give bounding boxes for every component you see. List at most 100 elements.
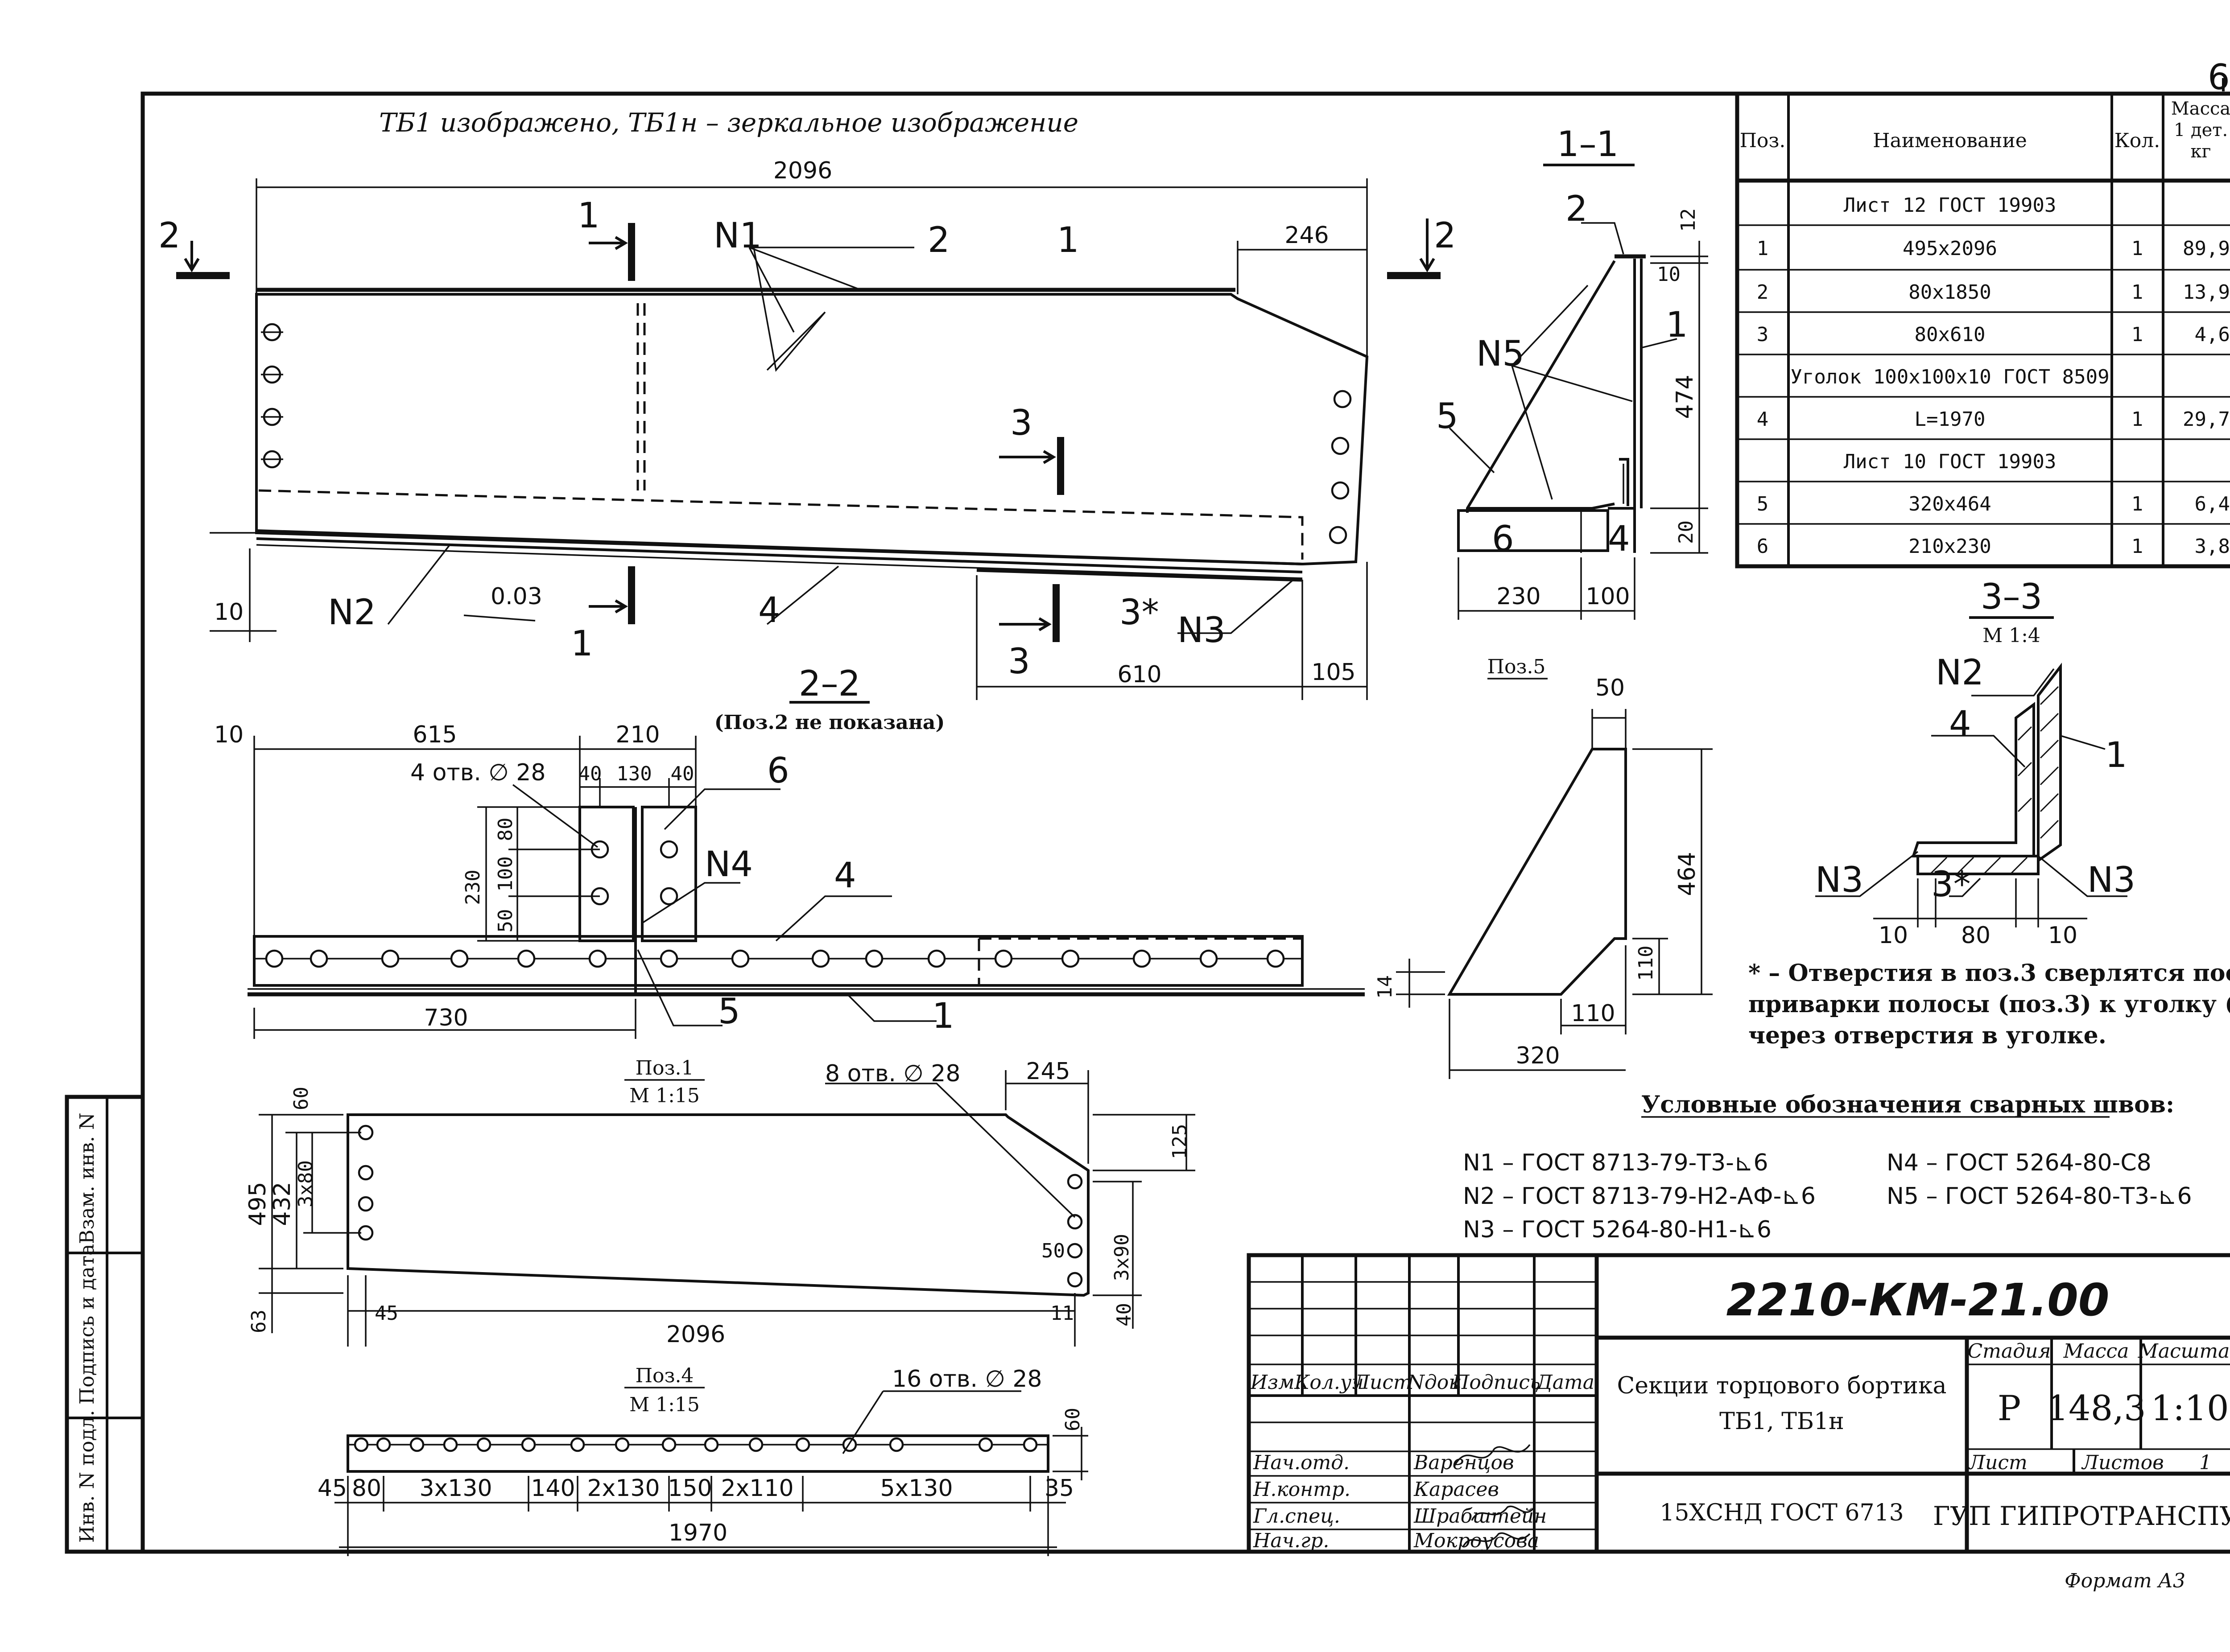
spec-header-pos: Поз.	[1740, 129, 1786, 152]
poz1-d11: 11	[1050, 1302, 1074, 1325]
mass-label: Масса	[2063, 1340, 2129, 1363]
organization: ГУП ГИПРОТРАНСПУТЬ	[1933, 1501, 2230, 1531]
scale-value: 1:10	[2151, 1388, 2229, 1429]
side-stamp-sign: Подпись и дата	[76, 1244, 99, 1405]
label-n3-main: N3	[1177, 610, 1226, 651]
sheets-value: 1	[2199, 1451, 2212, 1474]
label-n4: N4	[705, 845, 753, 885]
label-pos6-s22: 6	[767, 751, 789, 791]
s22-d230: 230	[462, 869, 484, 905]
s22-d40a: 40	[578, 762, 602, 785]
s22-d10: 10	[214, 721, 244, 748]
spec-table-rows: Лист 12 ГОСТ 19903 1 495x2096 1 89,9 2 8…	[1757, 194, 2230, 558]
material: 15ХСНД ГОСТ 6713	[1660, 1500, 1904, 1526]
s22-d40b: 40	[671, 762, 694, 785]
col-list: Лист	[1352, 1371, 1412, 1394]
spec-row-5-pos: 4	[1757, 408, 1769, 431]
side-stamp-inv: Инв. N подл.	[76, 1410, 99, 1543]
label-pos1-s33: 1	[2105, 735, 2127, 775]
poz1-d125: 125	[1169, 1124, 1191, 1159]
section-mark-3-bottom: 3	[1008, 642, 1030, 682]
spec-row-3-mass: 4,6	[2195, 323, 2230, 346]
poz4-d35: 35	[1045, 1475, 1074, 1502]
staff-role-0: Нач.отд.	[1253, 1451, 1350, 1474]
spec-header-name: Наименование	[1873, 129, 2027, 152]
spec-header-qty: Кол.	[2114, 129, 2160, 152]
col-kolych: Кол.уч	[1294, 1371, 1363, 1394]
poz1-holes	[358, 1125, 1083, 1288]
label-pos3s-s33: 3*	[1931, 865, 1971, 905]
format-label: Формат А3	[2065, 1570, 2185, 1592]
section-3-3-title: 3–3	[1981, 577, 2042, 617]
signature-0	[1453, 1444, 1531, 1467]
label-pos2-main: 2	[928, 220, 950, 260]
label-pos6-s11: 6	[1492, 519, 1514, 559]
spec-row-3-pos: 3	[1757, 323, 1769, 346]
label-n3-s33-right: N3	[2087, 860, 2135, 900]
spec-row-5-mass: 29,7	[2183, 408, 2230, 431]
poz1-d3x90: 3x90	[1111, 1234, 1133, 1281]
s22-d80: 80	[494, 818, 517, 841]
note-holes-1: * – Отверстия в поз.3 сверлятся после	[1748, 960, 2230, 987]
note-holes-2: приварки полосы (поз.3) к уголку (поз.4)	[1748, 991, 2230, 1018]
section-mark-3-top: 3	[1010, 403, 1032, 443]
spec-row-4-name: Уголок 100x100x10 ГОСТ 8509	[1790, 366, 2109, 388]
col-ndok: Nдок	[1407, 1371, 1461, 1394]
poz4-d2x110: 2x110	[721, 1475, 793, 1502]
section-mark-2-left: 2	[158, 216, 181, 256]
weld-n3: N3 – ГОСТ 5264-80-Н1-⊾6	[1463, 1216, 1772, 1243]
welds-title: Условные обозначения сварных швов:	[1641, 1091, 2174, 1118]
spec-row-0-name: Лист 12 ГОСТ 19903	[1844, 194, 2057, 217]
spec-row-5-qty: 1	[2131, 408, 2143, 431]
note-holes-3: через отверстия в уголке.	[1748, 1022, 2106, 1049]
object-name-2: ТБ1, ТБ1н	[1719, 1408, 1844, 1435]
weld-n4: N4 – ГОСТ 5264-80-С8	[1887, 1149, 2152, 1176]
spec-row-8-pos: 6	[1757, 535, 1769, 558]
section-2-2	[248, 736, 1365, 1039]
label-pos5-s11: 5	[1436, 396, 1458, 437]
col-data: Дата	[1536, 1371, 1594, 1394]
s22-d100: 100	[494, 856, 517, 891]
poz5-d110v: 110	[1635, 946, 1657, 981]
section-1-1-title: 1–1	[1557, 124, 1619, 165]
drawing-code: 2210-КМ-21.00	[1726, 1274, 2110, 1326]
s11-d10: 10	[1657, 263, 1681, 286]
s11-d474: 474	[1672, 375, 1698, 419]
s33-d10b: 10	[2048, 922, 2077, 949]
col-izm: Изм.	[1250, 1371, 1301, 1394]
spec-row-2-mass: 13,9	[2183, 281, 2230, 304]
spec-row-7-pos: 5	[1757, 493, 1769, 515]
section-2-2-subtitle: (Поз.2 не показана)	[714, 711, 945, 734]
section-1-1	[1449, 222, 1708, 620]
s11-d12: 12	[1677, 208, 1700, 232]
poz5-view	[1396, 709, 1713, 1079]
side-stamp-vzam: Взам. инв. N	[76, 1112, 99, 1244]
label-n1: N1	[714, 216, 762, 256]
weld-n5: N5 – ГОСТ 5264-80-Т3-⊾6	[1887, 1183, 2192, 1210]
poz5-d320: 320	[1516, 1042, 1560, 1069]
label-pos4-s11: 4	[1608, 519, 1630, 559]
label-pos1-s11: 1	[1666, 305, 1688, 345]
spec-header-mass: Масса 1 дет. кг	[2171, 99, 2230, 162]
staff-role-3: Нач.гр.	[1253, 1529, 1329, 1552]
main-holes-left	[261, 323, 283, 469]
label-pos5-s22: 5	[718, 992, 740, 1032]
poz4-d60: 60	[1061, 1408, 1084, 1431]
label-n2-s33: N2	[1936, 653, 1984, 693]
poz4-d45: 45	[318, 1475, 347, 1502]
poz4-holes	[354, 1437, 1038, 1452]
spec-row-7-mass: 6,4	[2195, 493, 2230, 515]
s33-d80: 80	[1961, 922, 1990, 949]
stage-label: Стадия	[1968, 1340, 2051, 1363]
page-number: 6	[2208, 58, 2230, 98]
poz1-d245: 245	[1026, 1058, 1070, 1085]
poz4-d80: 80	[352, 1475, 381, 1502]
main-dim-105: 105	[1311, 659, 1355, 686]
label-pos1-main: 1	[1057, 220, 1079, 260]
poz1-d40: 40	[1113, 1303, 1136, 1327]
poz4-view	[334, 1390, 1088, 1556]
poz1-d2096: 2096	[666, 1321, 725, 1348]
s22-holes: 4 отв. ∅ 28	[410, 759, 545, 786]
spec-row-1-mass: 89,9	[2183, 237, 2230, 260]
poz1-d60: 60	[290, 1087, 313, 1110]
